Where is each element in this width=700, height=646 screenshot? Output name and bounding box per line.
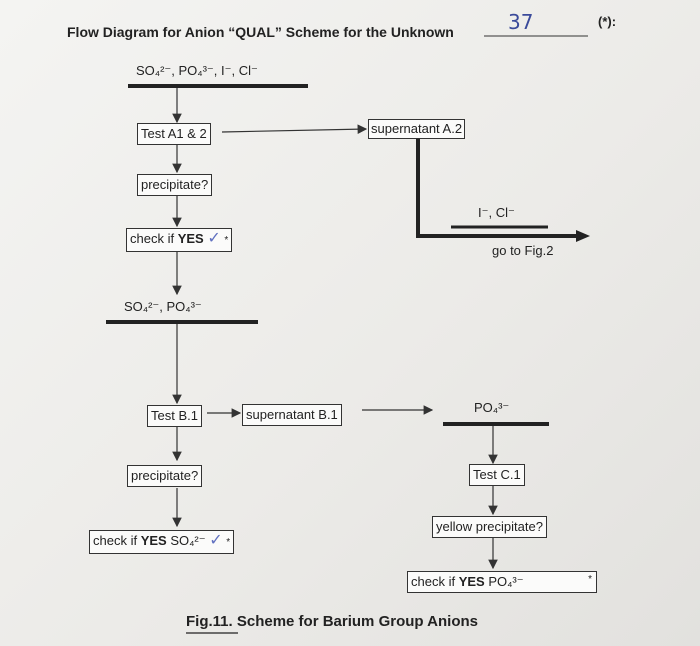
check-so4-box: check if YES SO₄²⁻ ✓ * xyxy=(89,530,235,554)
check-so4-ion: SO₄²⁻ xyxy=(170,533,206,548)
test-c-box: Test C.1 xyxy=(469,464,525,486)
check-po4-ion: PO₄³⁻ xyxy=(488,574,524,589)
test-a-box: Test A1 & 2 xyxy=(137,123,211,145)
figure-text: Scheme for Barium Group Anions xyxy=(232,613,478,630)
yellow-precipitate-box: yellow precipitate? xyxy=(432,516,547,538)
precipitate-b-box: precipitate? xyxy=(127,465,203,487)
check-star: * xyxy=(224,235,229,246)
precipitate-a-box: precipitate? xyxy=(137,174,213,196)
check-po4-box: check if YES PO₄³⁻ * xyxy=(407,571,597,593)
page-title: Flow Diagram for Anion “QUAL” Scheme for… xyxy=(67,24,454,40)
top-ions: SO₄²⁻, PO₄³⁻, I⁻, Cl⁻ xyxy=(136,63,258,78)
mid-ions: SO₄²⁻, PO₄³⁻ xyxy=(124,299,202,314)
unknown-number: 37 xyxy=(508,10,534,34)
test-b-box: Test B.1 xyxy=(147,405,202,427)
check-po4-star: * xyxy=(588,574,592,585)
po4-ion: PO₄³⁻ xyxy=(474,400,510,415)
halide-ions: I⁻, Cl⁻ xyxy=(478,205,515,220)
supernatant-a2-box: supernatant A.2 xyxy=(368,119,466,139)
check-so4-prefix: check if xyxy=(93,533,141,548)
check-po4-yes: YES xyxy=(458,574,485,589)
check-yes-box: check if YES ✓ * xyxy=(126,228,233,252)
check-so4-star: * xyxy=(226,537,231,548)
supernatant-b1-box: supernatant B.1 xyxy=(242,404,342,426)
check-mark-icon: ✓ xyxy=(207,230,221,247)
check-yes-word: YES xyxy=(177,231,204,246)
star-note: (*): xyxy=(598,14,617,29)
figure-label: Fig.11. xyxy=(186,613,233,630)
check-po4-prefix: check if xyxy=(411,574,459,589)
check-prefix: check if xyxy=(130,231,178,246)
check-so4-mark-icon: ✓ xyxy=(209,532,223,549)
go-to-fig2: go to Fig.2 xyxy=(492,243,554,258)
figure-caption: Fig.11. Scheme for Barium Group Anions xyxy=(186,614,478,629)
check-so4-yes: YES xyxy=(140,533,167,548)
